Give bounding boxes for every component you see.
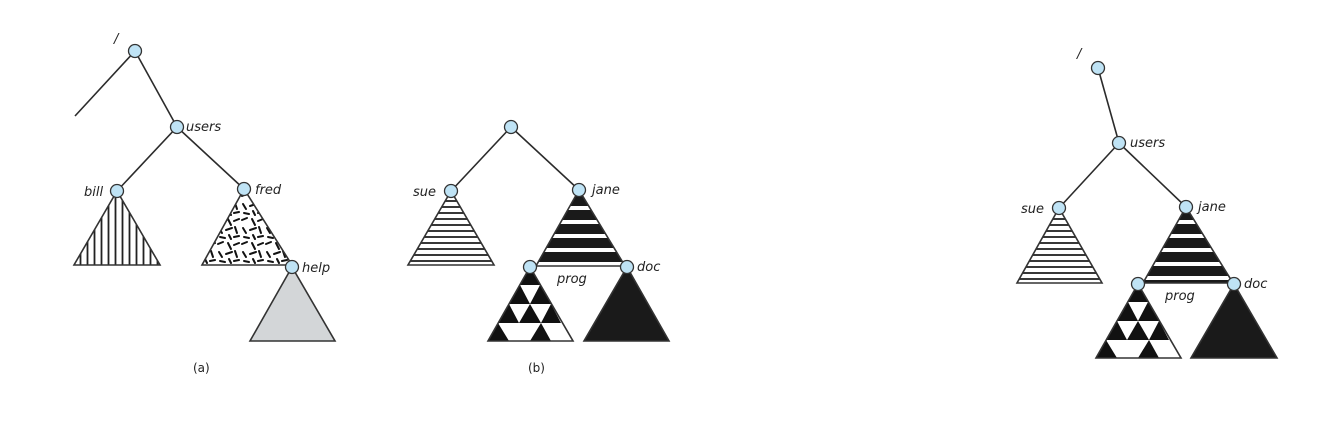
prog-node xyxy=(1130,276,1146,292)
edge-root-left-branch xyxy=(74,50,136,117)
prog-label: prog xyxy=(556,272,587,287)
sue-node xyxy=(1051,200,1067,216)
jane-node xyxy=(1178,199,1194,215)
doc-node xyxy=(1226,276,1242,292)
jane-label: jane xyxy=(590,183,620,198)
fred-label: fred xyxy=(255,183,282,198)
jane-node xyxy=(571,182,587,198)
edge-users-fred xyxy=(176,126,245,190)
bill-subtree-triangle xyxy=(72,189,162,266)
doc-subtree-triangle xyxy=(1189,282,1279,359)
edge-users-sue xyxy=(1058,142,1120,209)
edge-root-users xyxy=(1097,67,1120,144)
panel-b: sue jane prog doc (b) xyxy=(406,119,671,375)
panel-c: / users sue jane prog doc xyxy=(1015,47,1279,359)
sue-node xyxy=(443,183,459,199)
users-label: users xyxy=(1130,136,1165,151)
prog-subtree-triangle xyxy=(486,265,575,342)
jane-subtree-triangle xyxy=(1141,205,1235,284)
jane-label: jane xyxy=(1196,200,1226,215)
fred-subtree-triangle xyxy=(200,187,294,266)
help-subtree-triangle xyxy=(248,265,337,342)
caption-a: (a) xyxy=(193,361,210,375)
doc-node xyxy=(619,259,635,275)
users-node xyxy=(169,119,185,135)
doc-label: doc xyxy=(637,260,660,275)
prog-subtree-triangle xyxy=(1094,282,1183,359)
bill-label: bill xyxy=(84,185,103,200)
edge-root-users xyxy=(134,50,178,128)
prog-label: prog xyxy=(1164,289,1195,304)
caption-b: (b) xyxy=(528,361,545,375)
edge-users-bill xyxy=(116,126,178,192)
top-node xyxy=(503,119,519,135)
edge-top-jane xyxy=(510,126,580,191)
help-node xyxy=(284,259,300,275)
root-label: / xyxy=(1076,47,1083,62)
root-label: / xyxy=(113,32,120,47)
edge-users-jane xyxy=(1118,142,1187,208)
panel-a: / users bill fred help (a) xyxy=(72,32,337,375)
sue-subtree-triangle xyxy=(406,189,496,266)
prog-node xyxy=(522,259,538,275)
doc-subtree-triangle xyxy=(582,265,671,342)
sue-label: sue xyxy=(413,185,436,200)
sue-subtree-triangle xyxy=(1015,206,1104,284)
edge-top-sue xyxy=(450,126,512,192)
doc-label: doc xyxy=(1244,277,1267,292)
users-node xyxy=(1111,135,1127,151)
root-node xyxy=(1090,60,1106,76)
sue-label: sue xyxy=(1021,202,1044,217)
users-label: users xyxy=(186,120,221,135)
fred-node xyxy=(236,181,252,197)
help-label: help xyxy=(302,261,330,276)
root-node xyxy=(127,43,143,59)
bill-node xyxy=(109,183,125,199)
jane-subtree-triangle xyxy=(534,188,627,267)
